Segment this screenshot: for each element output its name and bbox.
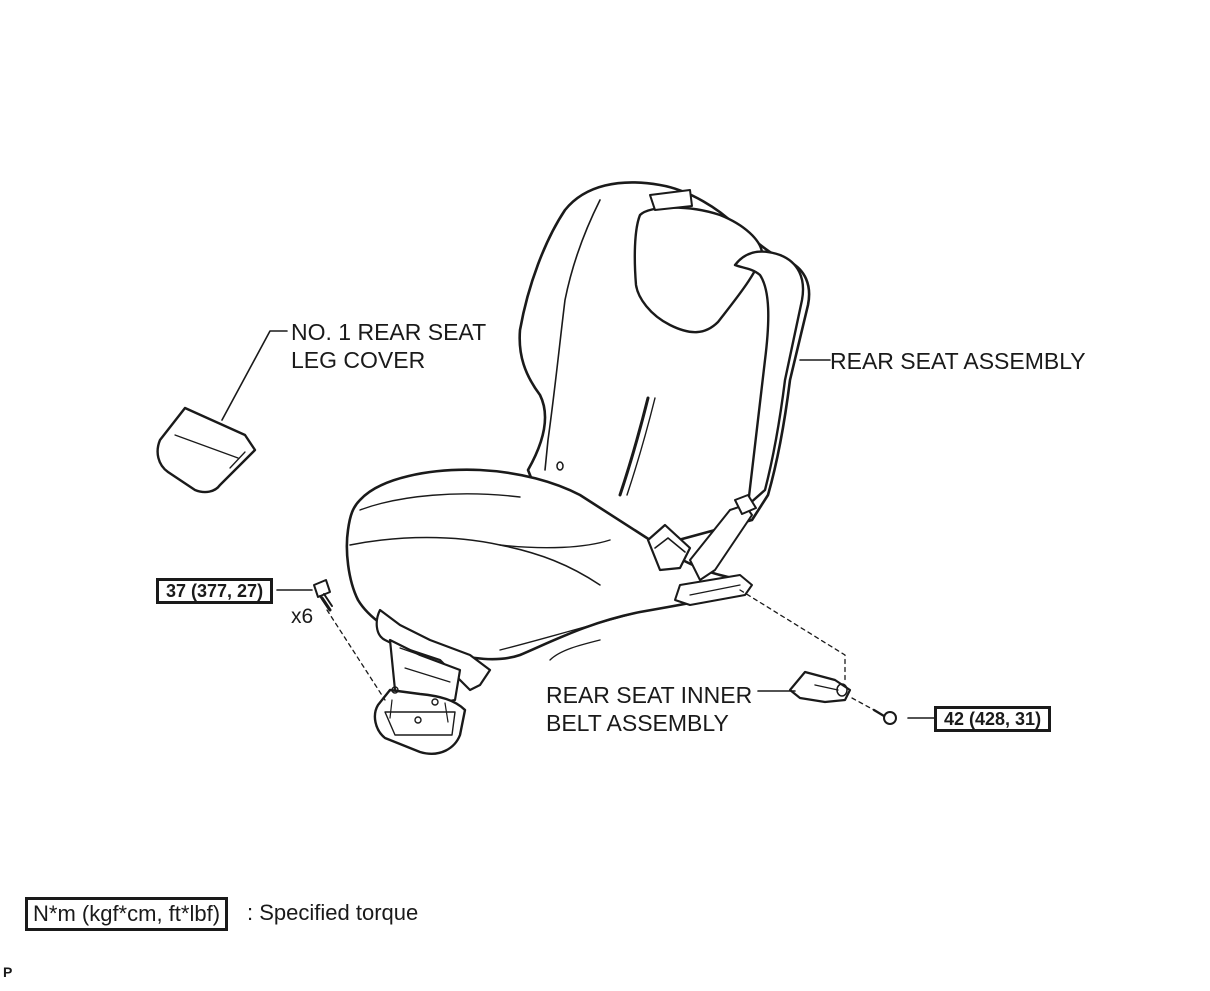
dashed-install-lines xyxy=(327,590,874,710)
rear-seat-assembly-drawing xyxy=(347,182,809,753)
inner-belt-label-line1: REAR SEAT INNER xyxy=(546,682,753,708)
leg-cover-label-line1: NO. 1 REAR SEAT xyxy=(291,319,487,345)
seat-bolt-torque-box: 37 (377, 27) xyxy=(156,578,274,604)
torque-legend-description: : Specified torque xyxy=(247,900,419,925)
bolt-quantity-label: x6 xyxy=(291,605,314,628)
leader-lines xyxy=(222,331,935,718)
leg-cover-drawing xyxy=(158,408,255,492)
seat-assembly-label: REAR SEAT ASSEMBLY xyxy=(830,348,1086,374)
inner-belt-label-line2: BELT ASSEMBLY xyxy=(546,710,729,736)
corner-mark: P xyxy=(3,964,13,980)
torque-unit-legend-box: N*m (kgf*cm, ft*lbf) xyxy=(25,897,229,931)
belt-bolt-torque-box: 42 (428, 31) xyxy=(934,706,1052,732)
leg-cover-label-line2: LEG COVER xyxy=(291,347,426,373)
seat-bolt-drawing xyxy=(314,580,332,610)
belt-bolt-drawing xyxy=(874,710,896,724)
inner-belt-drawing xyxy=(790,672,850,702)
